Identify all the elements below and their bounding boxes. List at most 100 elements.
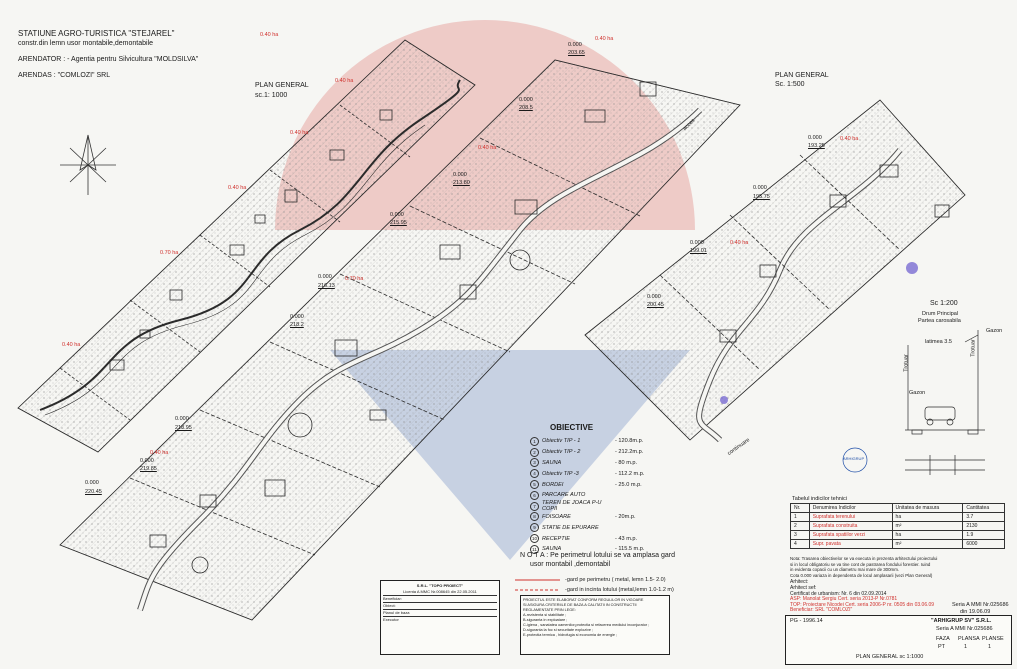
table-cell: Suprafata terenului <box>808 512 893 522</box>
sheet-planse-value: 1 <box>988 644 992 650</box>
elevation-value: 218.95 <box>175 425 192 431</box>
plan-general-title-left: PLAN GENERAL <box>255 82 309 89</box>
objective-number: 2 <box>530 447 539 457</box>
topo-box: S.R.L. "TOPO PROIECT" Licenta A MMC Nr.0… <box>380 580 500 655</box>
elevation-value: 220.45 <box>85 489 102 495</box>
objective-label: Obiectiv TIP - 2 <box>542 449 581 456</box>
arendator-text: ARENDATOR : - Agentia pentru Silvicultur… <box>18 56 199 63</box>
table-cell: Suprafata spatiilor verzi <box>808 530 893 540</box>
compliance-line: REGLAMENTATE PRIN LEGE: <box>523 608 576 612</box>
table-cell: Suprafata construita <box>808 521 893 531</box>
elevation-value: 208.5 <box>519 105 533 111</box>
area-label: 0.70 ha <box>160 250 179 256</box>
section-gazon-left: Gazon <box>909 390 926 396</box>
elevation-code: 0.000 <box>647 294 661 300</box>
objective-label: STATIE DE EPURARE <box>542 524 599 531</box>
objective-label: SAUNA <box>542 459 562 466</box>
objective-number: 1 <box>530 436 539 446</box>
project-subtitle: constr.din lemn usor montabile,demontabi… <box>18 40 154 47</box>
beneficiar-text: Beneficiar: SRL "COMLOZI" <box>790 607 853 614</box>
tech-table-title: Tabelul indicilor tehnici <box>792 496 848 502</box>
objective-value: - 43 m.p. <box>615 535 638 542</box>
table-cell: m² <box>891 521 964 531</box>
seria-date: din 19.06.09 <box>960 609 991 615</box>
table-cell: 3 <box>790 530 810 540</box>
objective-label: Obiectiv TIP - 1 <box>542 438 581 445</box>
objective-value: - 80 m.p. <box>615 459 638 466</box>
sheet-label-planse: PLANSE <box>982 636 1004 642</box>
right-notes: Nota: Trasarea obiectivelor se va execut… <box>790 556 1010 614</box>
note-text: si in locul obligatoriu se va tine cont … <box>790 561 931 567</box>
compliance-box: PROIECTUL ESTE ELABORAT CONFORM REGULILO… <box>520 595 670 655</box>
title-block-company: "ARHIGRUP SV" S.R.L. <box>931 618 992 624</box>
objective-label: SAUNA <box>542 546 562 553</box>
table-header: Cantitatea <box>962 503 1005 513</box>
area-label: 0.40 ha <box>228 185 247 191</box>
road-cross-section <box>842 330 985 475</box>
objective-label: TEREN DE JOACA P-U COPII <box>542 500 602 513</box>
table-cell: 1.9 <box>962 530 1005 540</box>
objective-value: - 20m.p. <box>615 513 636 520</box>
compliance-line: PROIECTUL ESTE ELABORAT CONFORM REGULILO… <box>523 598 644 602</box>
topo-subtitle: Licenta A MMC Nr.008645 din 22.05.2011 <box>403 589 477 594</box>
elevation-value: 203.65 <box>568 50 585 56</box>
table-header: Denumirea Indicilor <box>808 503 893 513</box>
objective-number: 6 <box>530 490 539 500</box>
elevation-code: 0.000 <box>140 458 154 464</box>
table-cell: ha <box>891 530 964 540</box>
section-trotuar-right: Trotuar <box>970 339 977 357</box>
note-line1: -gard pe perimetru ( metal, lemn 1.5- 2.… <box>565 577 666 583</box>
area-label: 0.70 ha <box>345 276 364 282</box>
table-cell: 4 <box>790 539 810 549</box>
certificat-text: Certificat de urbanism: Nr. 6 din 02.09.… <box>790 590 887 597</box>
area-label: 0.40 ha <box>840 136 859 142</box>
area-label: 0.40 ha <box>478 145 497 151</box>
elevation-value: 213.80 <box>453 180 470 186</box>
arhitect-label: Arhitect: <box>790 579 809 586</box>
objective-value: - 120.8m.p. <box>615 438 644 445</box>
elevation-code: 0.000 <box>519 97 533 103</box>
north-arrow-icon <box>60 134 116 195</box>
note-line2: -gard in incinta lotului (metal,lemn 1.0… <box>565 587 674 593</box>
plan-band-500 <box>59 59 741 621</box>
arendas-text: ARENDAS : "COMLOZI" SRL <box>18 72 111 79</box>
topo-planul: Planul de baza <box>383 609 497 616</box>
title-block-code: PG - 1996.14 <box>790 618 823 624</box>
table-cell: 6000 <box>962 539 1005 549</box>
elevation-code: 0.000 <box>85 480 99 486</box>
seria-text: Seria A MMI Nr.025686 <box>952 602 1009 608</box>
table-header: Unitatea de masura <box>891 503 964 513</box>
compliance-line: E-protectia termica , hidrofugia si econ… <box>523 633 618 637</box>
area-label: 0.40 ha <box>150 450 169 456</box>
arhitect-sef-label: Arhitect sef: <box>790 584 817 591</box>
elevation-value: 199.01 <box>690 248 707 254</box>
compliance-line: C-igiena , sanatatea oamenilor,protectia… <box>523 623 650 627</box>
title-block-footer: PLAN GENERAL sc 1:1000 <box>856 654 924 660</box>
section-scale: Sc 1:200 <box>930 300 958 307</box>
section-trotuar-left: Trotuar <box>903 354 910 372</box>
objective-value: - 25.0 m.p. <box>615 481 642 488</box>
objective-label: BORDEI <box>542 481 564 488</box>
area-label: 0.40 ha <box>62 342 81 348</box>
sheet-plansa-value: 1 <box>964 644 968 650</box>
note-text: Nota: Trasarea obiectivelor se va execut… <box>790 556 938 561</box>
elevation-value: 193.25 <box>808 143 825 149</box>
asp-text: ASP: Manolat Sergiu Cert. seria 2013-P N… <box>790 596 898 603</box>
objective-number: 3 <box>530 458 539 468</box>
objective-number: 4 <box>530 469 539 479</box>
objectives-title: OBIECTIVE <box>550 423 594 432</box>
objective-number: 10 <box>530 534 539 544</box>
sheet-faza-value: PT <box>938 644 946 650</box>
elevation-code: 0.000 <box>290 314 304 320</box>
objective-label: RECEPTIE <box>542 535 570 542</box>
